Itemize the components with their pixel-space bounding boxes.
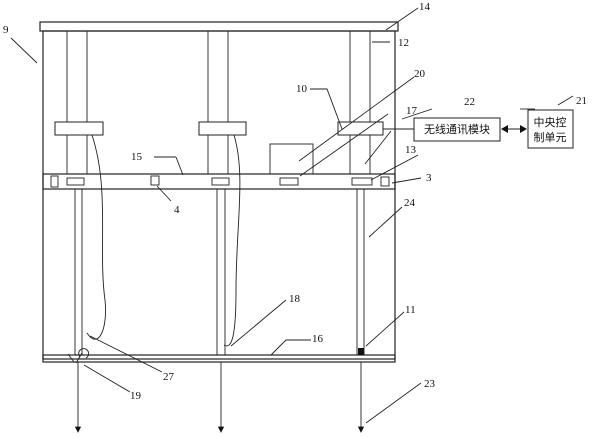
label-4: 4 (174, 204, 180, 216)
label-19: 19 (130, 390, 142, 402)
probe-1 (54, 30, 106, 433)
double-arrow (501, 125, 527, 133)
label-11: 11 (405, 304, 416, 316)
wireless-module-box (413, 117, 501, 142)
central-unit-line2: 制单元 (534, 131, 567, 144)
label-17: 17 (406, 105, 418, 117)
module-20 (269, 143, 314, 175)
label-3: 3 (426, 172, 432, 184)
probe-3 (337, 30, 384, 433)
label-16: 16 (312, 333, 324, 345)
label-23: 23 (424, 378, 436, 390)
central-unit-line1: 中央控 (534, 115, 567, 129)
label-9: 9 (3, 24, 9, 36)
outer-frame (42, 30, 396, 360)
central-unit-box (527, 109, 574, 149)
left-edge-block (50, 175, 59, 188)
label-14: 14 (419, 1, 431, 13)
label-20: 20 (414, 68, 426, 80)
label-13: 13 (405, 144, 417, 156)
label-22: 22 (464, 96, 475, 108)
leader-lines (10, 7, 574, 424)
label-27: 27 (163, 371, 175, 383)
label-24: 24 (404, 197, 416, 209)
wireless-module-text: 无线通讯模块 (424, 122, 490, 136)
label-15: 15 (131, 151, 143, 163)
label-21: 21 (576, 95, 587, 107)
label-18: 18 (289, 293, 301, 305)
top-plate (39, 21, 399, 32)
part-17 (279, 177, 299, 186)
sensor-4 (150, 175, 160, 186)
right-edge-block (380, 176, 390, 187)
bottom-clamp-19 (67, 348, 90, 364)
label-12: 12 (398, 37, 409, 49)
middle-board (42, 173, 396, 190)
label-10: 10 (296, 83, 308, 95)
probe-2 (198, 30, 247, 433)
sensor-11 (358, 348, 364, 355)
